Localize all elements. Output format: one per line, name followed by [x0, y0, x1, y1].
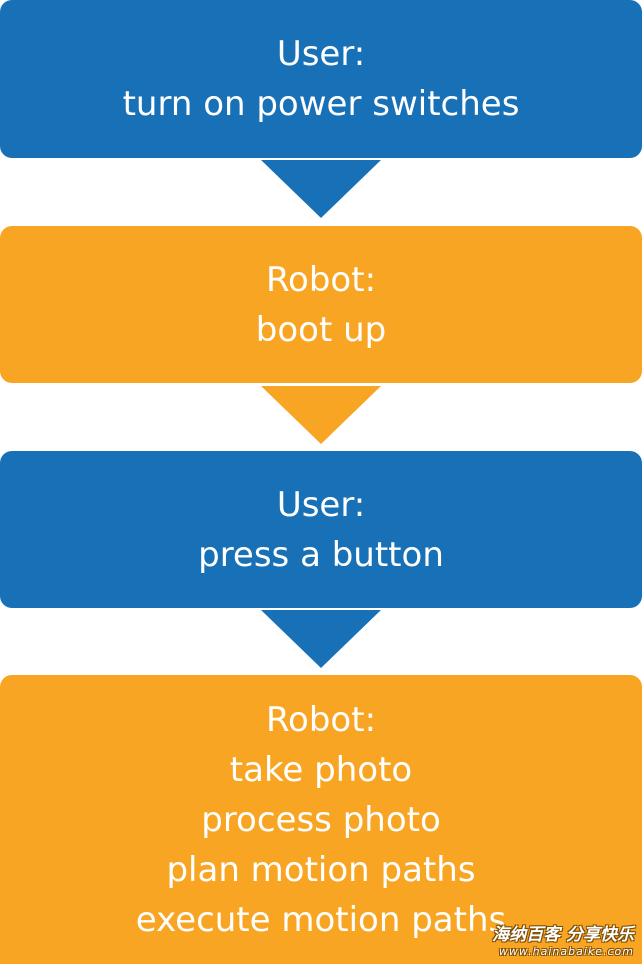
step-1-actor: User:	[276, 34, 366, 74]
step-4-action-2: process photo	[201, 799, 441, 840]
step-4-action-3: plan motion paths	[166, 849, 476, 890]
step-2-box: Robot: boot up	[0, 226, 642, 383]
watermark: 海纳百客 分享快乐 www.hainabaike.com	[492, 925, 634, 958]
step-3-actor: User:	[276, 484, 366, 525]
step-3-action: press a button	[198, 534, 444, 575]
watermark-text: 海纳百客 分享快乐	[492, 925, 634, 945]
step-4-action-4: execute motion paths	[135, 899, 507, 940]
arrow-3-icon	[261, 610, 381, 668]
step-1-action: turn on power switches	[122, 84, 520, 124]
step-4-action-1: take photo	[229, 749, 413, 790]
step-2-action: boot up	[255, 309, 387, 350]
step-4-box: Robot: take photo process photo plan mot…	[0, 675, 642, 964]
watermark-url: www.hainabaike.com	[498, 945, 634, 958]
step-1-box: User: turn on power switches	[0, 0, 642, 158]
arrow-2-icon	[261, 386, 381, 444]
step-3-box: User: press a button	[0, 451, 642, 608]
step-4-actor: Robot:	[265, 699, 377, 740]
step-2-actor: Robot:	[265, 259, 377, 300]
arrow-1-icon	[261, 160, 381, 218]
